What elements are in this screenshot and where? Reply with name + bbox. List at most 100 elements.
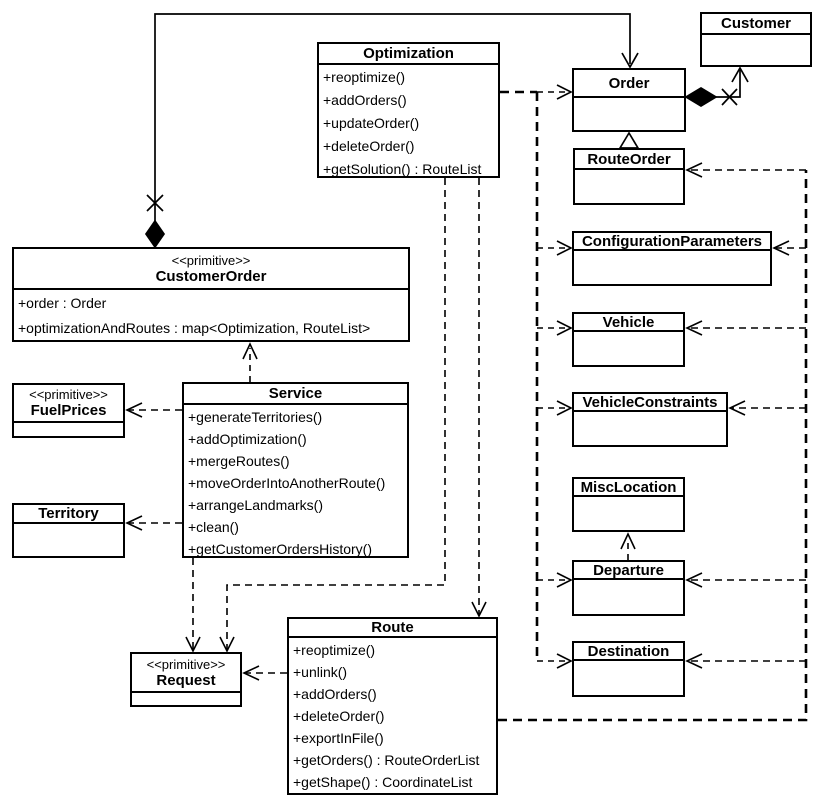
x-mark-icon [721,88,738,106]
method: +deleteOrder() [293,708,385,724]
empty-compartment [14,421,123,434]
hollow-triangle-icon [618,131,640,149]
method: +reoptimize() [323,69,406,85]
class-route: Route +reoptimize() +unlink() +addOrders… [287,617,498,795]
stereotype: <<primitive>> [171,252,251,268]
attribute: +order : Order [18,295,107,311]
open-arrow-icon [556,240,573,256]
method-compartment: +reoptimize() +addOrders() +updateOrder(… [319,63,498,181]
open-arrow-icon [772,240,790,256]
open-arrow-icon [556,400,573,416]
open-arrow-icon [242,665,260,681]
dependency-branches-left [537,240,573,669]
generalization-routeorder-order [618,131,640,149]
class-request: <<primitive>> Request [130,652,242,707]
method: +getOrders() : RouteOrderList [293,752,480,768]
method: +addOrders() [323,92,407,108]
class-title: Route [371,619,414,636]
dependency-service-fuelprices [125,402,182,418]
class-vehicle: Vehicle [572,312,685,367]
x-mark-icon [146,194,164,212]
class-title: Customer [720,15,791,32]
class-title: RouteOrder [587,150,671,168]
open-arrow-icon [556,320,573,336]
empty-compartment [574,659,683,693]
dependency-service-territory [125,515,182,531]
class-service: Service +generateTerritories() +addOptim… [182,382,409,558]
open-arrow-icon [556,84,573,100]
class-customerorder: <<primitive>> CustomerOrder +order : Ord… [12,247,410,342]
method: +exportInFile() [293,730,384,746]
class-title: FuelPrices [30,402,107,419]
empty-compartment [574,330,683,363]
dependency-optimization-order [500,84,573,100]
class-order: Order [572,68,686,132]
dependency-service-request [185,558,201,653]
class-customer: Customer [700,12,812,67]
class-header: <<primitive>> FuelPrices [14,385,123,421]
dependency-route-request [242,665,287,681]
class-destination: Destination [572,641,685,697]
method: +getSolution() : RouteList [323,161,482,177]
dependency-trunk-route [498,170,808,722]
method: +getShape() : CoordinateList [293,774,473,790]
class-title: Departure [593,561,664,579]
method: +unlink() [293,664,348,680]
empty-compartment [574,249,770,282]
dependency-service-customerorder [242,342,258,382]
method-compartment: +reoptimize() +unlink() +addOrders() +de… [289,636,496,793]
method: +generateTerritories() [188,409,323,425]
association-order-customer [684,66,749,107]
class-header: <<primitive>> CustomerOrder [14,249,408,288]
empty-compartment [14,522,123,554]
class-title: CustomerOrder [155,267,267,285]
method: +reoptimize() [293,642,376,658]
method-compartment: +generateTerritories() +addOptimization(… [184,403,407,560]
class-title: Order [608,74,650,92]
attribute-compartment: +order : Order +optimizationAndRoutes : … [14,288,408,341]
open-arrow-icon [242,342,258,360]
class-title: Service [268,385,323,402]
open-arrow-icon [685,572,703,588]
stereotype: <<primitive>> [146,656,226,672]
dependency-optimization-route [471,178,487,618]
class-optimization: Optimization +reoptimize() +addOrders() … [317,42,500,178]
class-title: Optimization [363,45,454,62]
class-territory: Territory [12,503,125,558]
class-fuelprices: <<primitive>> FuelPrices [12,383,125,438]
class-title: MiscLocation [580,478,677,496]
empty-compartment [574,495,683,528]
method: +mergeRoutes() [188,453,290,469]
open-arrow-icon [556,653,573,669]
dependency-optimization-request [219,178,446,653]
method: +updateOrder() [323,115,420,131]
open-arrow-icon [731,66,749,83]
class-departure: Departure [572,560,685,616]
composition-diamond-icon [684,87,718,107]
method: +clean() [188,519,239,535]
open-arrow-icon [685,162,703,178]
dependency-departure-misclocation [620,532,636,560]
open-arrow-icon [219,636,235,653]
empty-compartment [574,410,726,443]
class-misclocation: MiscLocation [572,477,685,532]
composition-diamond-icon [144,219,166,249]
open-arrow-icon [125,515,143,531]
method: +addOptimization() [188,431,307,447]
open-arrow-icon [621,52,639,69]
open-arrow-icon [685,320,703,336]
open-arrow-icon [685,653,703,669]
dependency-branches-right [685,162,806,669]
class-configurationparameters: ConfigurationParameters [572,231,772,286]
empty-compartment [575,168,683,201]
method: +moveOrderIntoAnotherRoute() [188,475,386,491]
open-arrow-icon [471,601,487,618]
open-arrow-icon [728,400,746,416]
open-arrow-icon [620,532,636,550]
class-vehicleconstraints: VehicleConstraints [572,392,728,447]
class-title: Territory [38,505,99,522]
class-title: ConfigurationParameters [581,232,763,250]
attribute: +optimizationAndRoutes : map<Optimizatio… [18,320,371,336]
